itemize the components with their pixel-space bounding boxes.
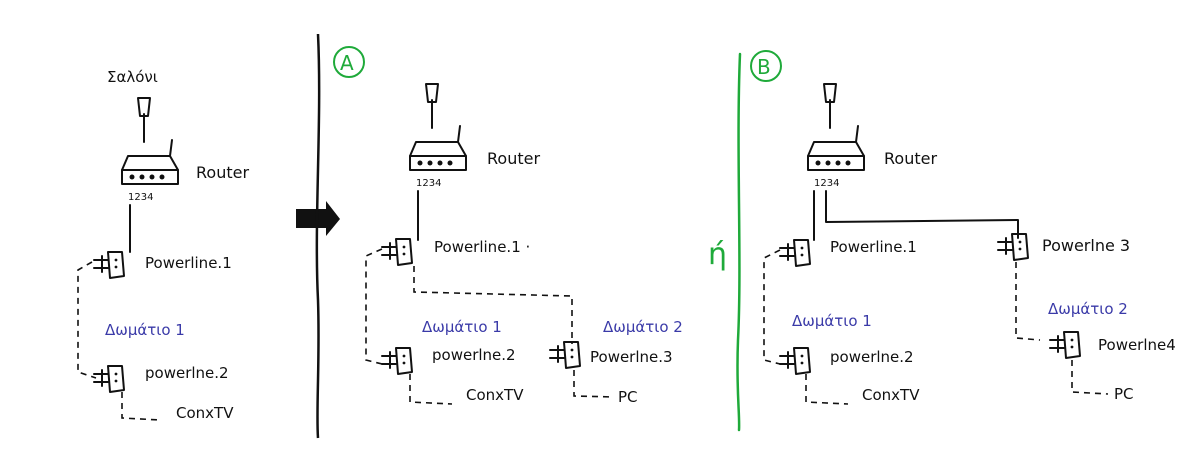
panel-option-a: A Router 1234 Powerline.1 · Δωμάτιο 1 Δω… xyxy=(333,46,683,406)
router-ports: 1234 xyxy=(416,178,441,189)
router-icon xyxy=(409,83,467,171)
pl2-label: powerlne.2 xyxy=(432,346,516,364)
powerline-plug-icon xyxy=(549,341,581,369)
marker-circle-a xyxy=(333,46,365,78)
room2-label: Δωμάτιο 2 xyxy=(1048,300,1128,318)
room1-label: Δωμάτιο 1 xyxy=(105,321,185,339)
powerline-link-1-3 xyxy=(413,266,573,344)
powerline-link-3-4 xyxy=(1015,262,1041,341)
or-label: ή xyxy=(708,237,727,272)
room2-label: Δωμάτιο 2 xyxy=(603,318,683,336)
divider-black xyxy=(315,33,321,439)
pl3-label: Powerlne 3 xyxy=(1042,236,1130,255)
powerline-plug-icon xyxy=(1049,331,1081,359)
tv-label: ConxTV xyxy=(466,386,524,404)
panel-original: Σαλόνι Router 1234 Powerline.1 Δωμάτιο 1… xyxy=(77,68,249,422)
pl1-label: Powerline.1 · xyxy=(434,238,530,256)
marker-b: B xyxy=(757,55,771,79)
pl3-label: Powerlne.3 xyxy=(590,348,673,366)
pl2-label: powerlne.2 xyxy=(145,364,229,382)
marker-circle-b xyxy=(750,50,782,82)
divider-green xyxy=(736,52,742,432)
router-ports: 1234 xyxy=(814,178,839,189)
router-label: Router xyxy=(884,149,937,168)
powerline-plug-icon xyxy=(997,233,1029,261)
room-label-salon: Σαλόνι xyxy=(107,68,158,86)
pc-label: PC xyxy=(1114,385,1134,403)
pl4-label: Powerlne4 xyxy=(1098,336,1176,354)
powerline-plug-icon xyxy=(93,251,125,279)
tv-label: ConxTV xyxy=(176,404,234,422)
tv-cable xyxy=(805,374,849,405)
router-icon xyxy=(807,83,865,171)
powerline-plug-icon xyxy=(381,347,413,375)
router-to-pl3-cable xyxy=(825,190,1019,239)
pl1-label: Powerline.1 xyxy=(830,238,917,256)
router-label: Router xyxy=(196,163,249,182)
tv-cable xyxy=(409,374,453,405)
router-label: Router xyxy=(487,149,540,168)
powerline-link-1-2 xyxy=(763,249,781,365)
powerline-plug-icon xyxy=(381,238,413,266)
router-icon xyxy=(121,97,179,185)
marker-a: A xyxy=(340,51,354,75)
powerline-plug-icon xyxy=(93,365,125,393)
pc-label: PC xyxy=(618,388,638,406)
powerline-link xyxy=(77,261,97,379)
pc-cable xyxy=(573,370,615,398)
powerline-plug-icon xyxy=(779,347,811,375)
room1-label: Δωμάτιο 1 xyxy=(792,312,872,330)
powerline-plug-icon xyxy=(779,239,811,267)
tv-label: ConxTV xyxy=(862,386,920,404)
pc-cable xyxy=(1071,360,1109,395)
powerline-link-1-2 xyxy=(365,248,383,365)
tv-cable xyxy=(121,392,161,421)
pl1-label: Powerline.1 xyxy=(145,254,232,272)
panel-option-b: B Router 1234 Powerline.1 Powerlne 3 Δωμ… xyxy=(750,50,1176,405)
room1-label: Δωμάτιο 1 xyxy=(422,318,502,336)
pl2-label: powerlne.2 xyxy=(830,348,914,366)
router-ports: 1234 xyxy=(128,192,153,203)
